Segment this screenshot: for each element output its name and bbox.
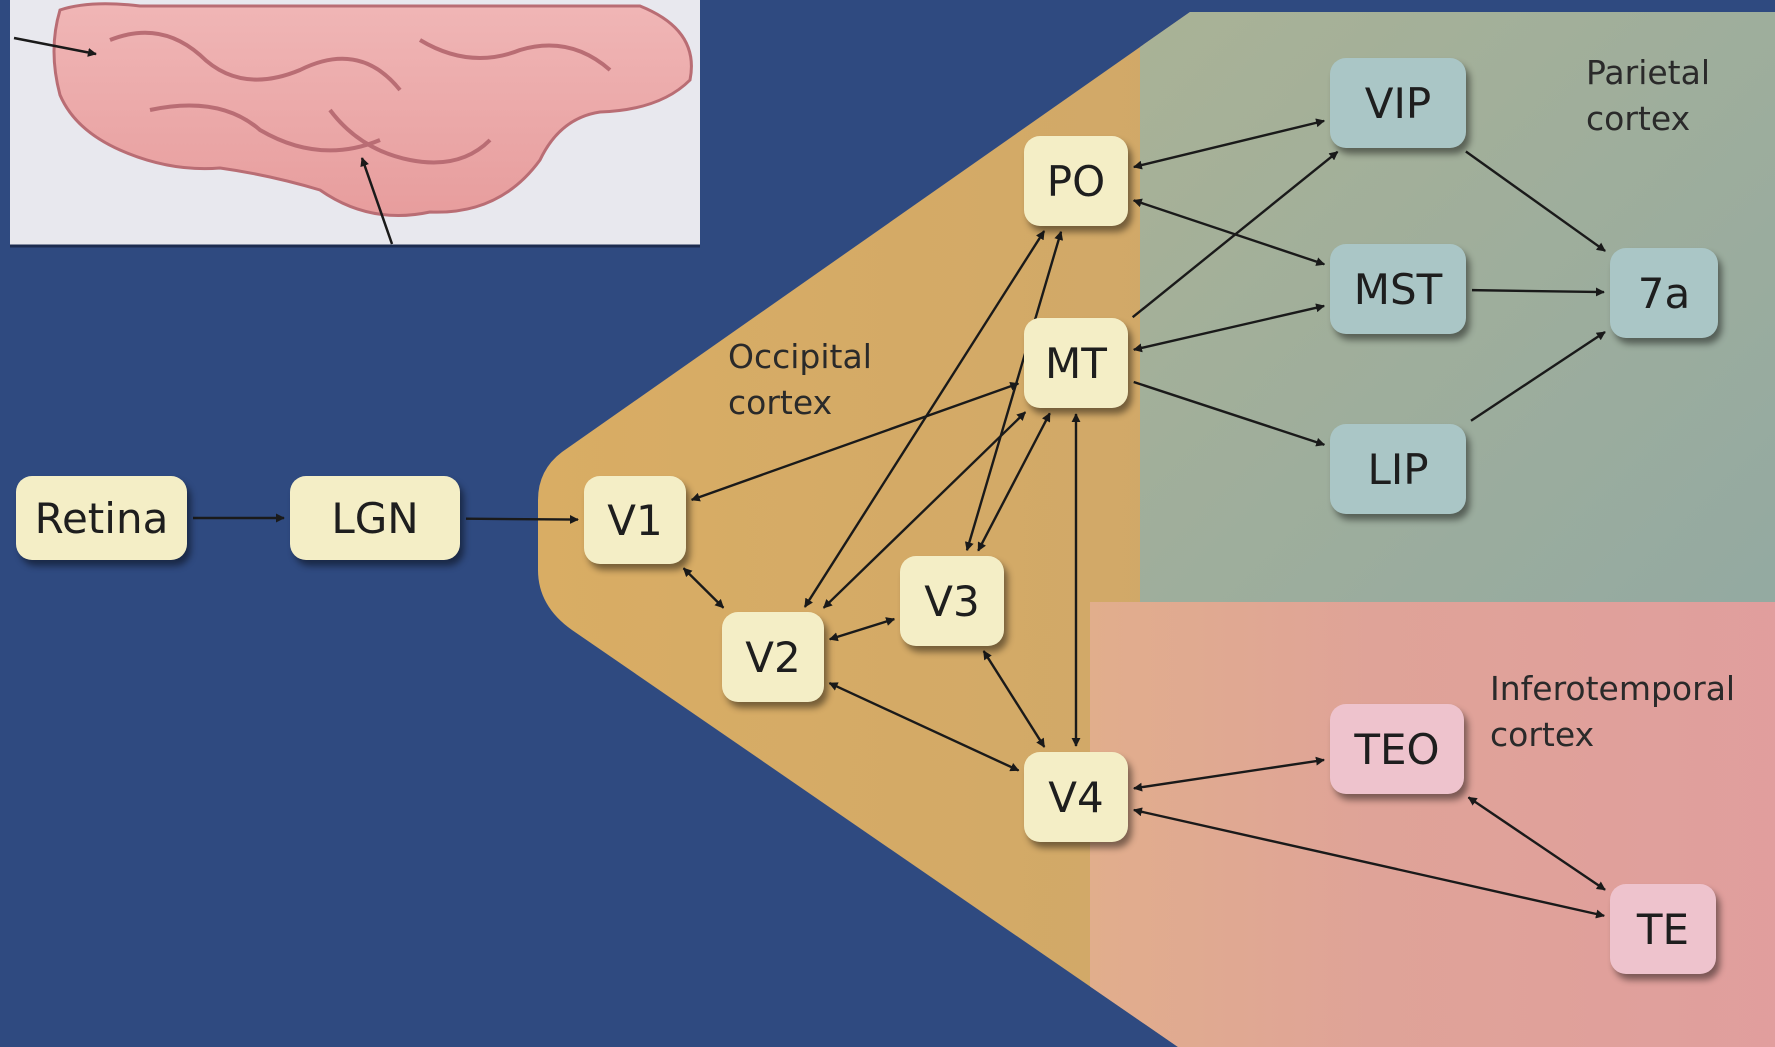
node-vip: VIP — [1330, 58, 1466, 148]
node-v2: V2 — [722, 612, 824, 702]
region-label-line: cortex — [1490, 712, 1735, 758]
node-teo: TEO — [1330, 704, 1464, 794]
node-mt: MT — [1024, 318, 1128, 408]
region-label-line: cortex — [1586, 96, 1710, 142]
node-retina: Retina — [16, 476, 187, 560]
brain-illustration — [10, 0, 700, 246]
connection-lgn-v1 — [466, 519, 578, 520]
occipital-cortex-label: Occipital cortex — [728, 334, 872, 426]
node-te: TE — [1610, 884, 1716, 974]
region-label-line: Occipital — [728, 334, 872, 380]
region-label-line: Parietal — [1586, 50, 1710, 96]
node-mst: MST — [1330, 244, 1466, 334]
node-po: PO — [1024, 136, 1128, 226]
node-v1: V1 — [584, 476, 686, 564]
node-lgn: LGN — [290, 476, 460, 560]
parietal-cortex-label: Parietal cortex — [1586, 50, 1710, 142]
node-7a: 7a — [1610, 248, 1718, 338]
node-lip: LIP — [1330, 424, 1466, 514]
node-v4: V4 — [1024, 752, 1128, 842]
region-label-line: Inferotemporal — [1490, 666, 1735, 712]
node-v3: V3 — [900, 556, 1004, 646]
inferotemporal-cortex-label: Inferotemporal cortex — [1490, 666, 1735, 758]
region-label-line: cortex — [728, 380, 872, 426]
